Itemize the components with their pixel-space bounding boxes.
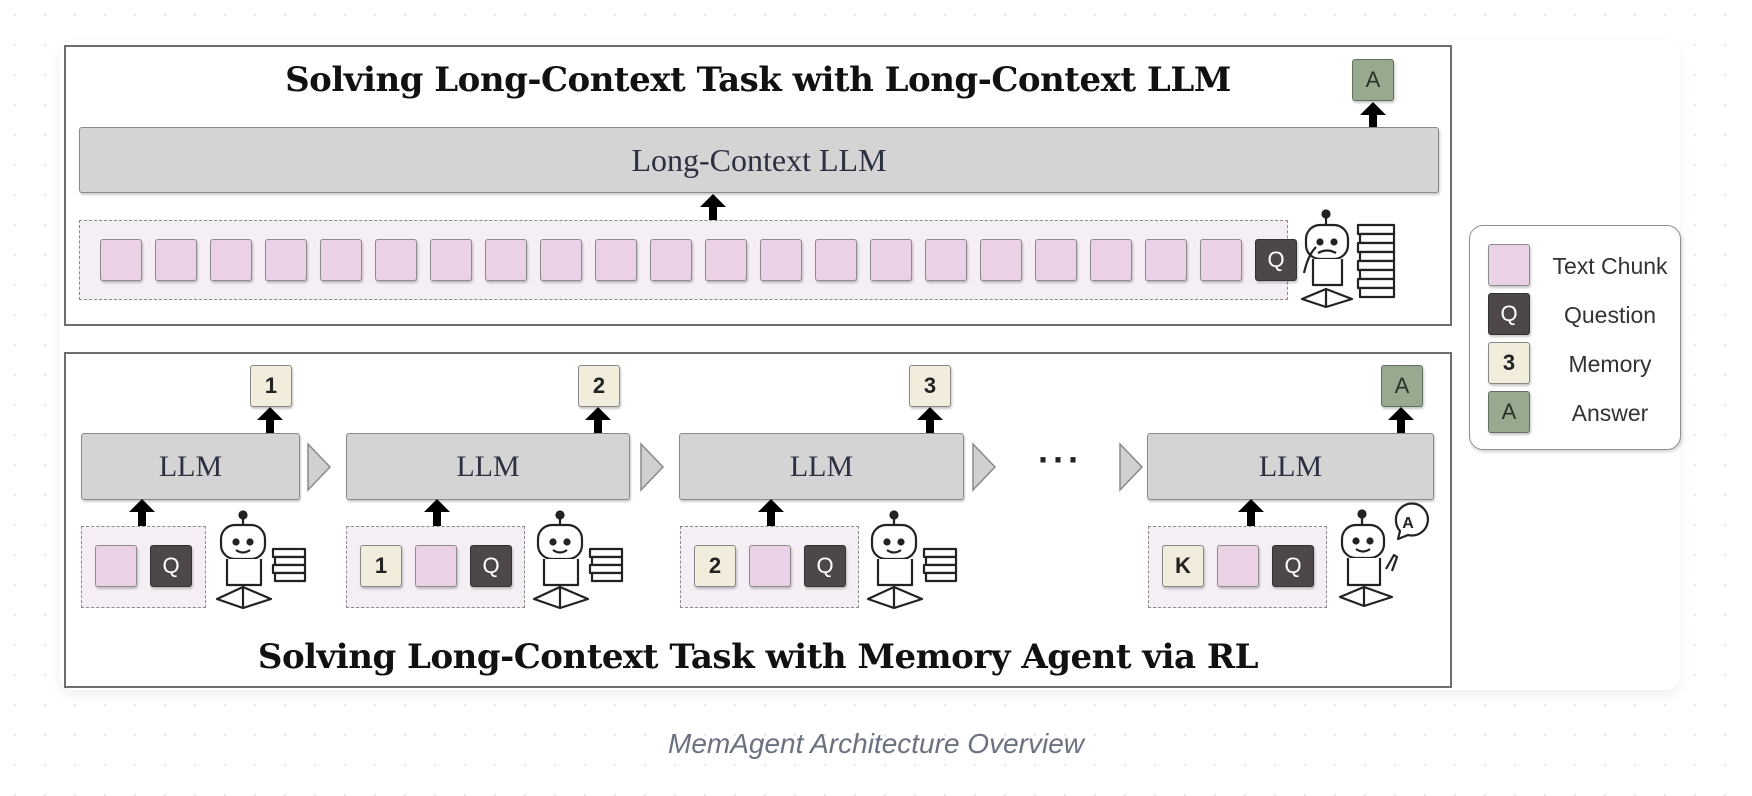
step3-next-chevron <box>972 442 997 492</box>
answering-robot-icon: A <box>1338 502 1430 608</box>
legend-item-question: Q Question <box>1488 293 1678 335</box>
text-chunk <box>925 239 967 281</box>
text-chunk <box>415 545 457 587</box>
step2-llm-bar: LLM <box>346 433 630 500</box>
text-chunk <box>1090 239 1132 281</box>
text-chunk <box>749 545 791 587</box>
step1-memory-output: 1 <box>250 365 292 407</box>
memory-input-box: 1 <box>360 545 402 587</box>
step2-memory-output: 2 <box>578 365 620 407</box>
reading-robot-icon <box>532 510 624 609</box>
legend-swatch-question: Q <box>1488 293 1530 335</box>
text-chunk <box>95 545 137 587</box>
text-chunk <box>155 239 197 281</box>
text-chunk <box>320 239 362 281</box>
text-chunk <box>1035 239 1077 281</box>
memory-input-box: K <box>1162 545 1204 587</box>
bottom-panel-title: Solving Long-Context Task with Memory Ag… <box>257 637 1259 677</box>
text-chunk <box>815 239 857 281</box>
legend-label: Question <box>1563 302 1657 328</box>
legend-swatch-memory: 3 <box>1488 342 1530 384</box>
step2-next-chevron <box>640 442 665 492</box>
text-chunk <box>870 239 912 281</box>
question-box: Q <box>1255 239 1297 281</box>
final-output-arrow <box>1388 407 1414 434</box>
legend-item-answer: A Answer <box>1488 391 1678 433</box>
legend-label: Answer <box>1571 400 1649 426</box>
text-chunk <box>100 239 142 281</box>
legend-label: Memory <box>1568 351 1652 377</box>
text-chunk <box>1145 239 1187 281</box>
figure-caption: MemAgent Architecture Overview <box>668 728 1084 759</box>
step1-next-chevron <box>307 442 332 492</box>
text-chunk <box>705 239 747 281</box>
step3-llm-bar: LLM <box>679 433 964 500</box>
step3-memory-output: 3 <box>909 365 951 407</box>
top-input-arrow <box>700 194 726 221</box>
text-chunk <box>540 239 582 281</box>
final-answer-box: A <box>1381 365 1423 407</box>
final-llm-bar: LLM <box>1147 433 1434 500</box>
text-chunk <box>375 239 417 281</box>
final-input-group: K Q <box>1148 526 1327 608</box>
text-chunk <box>1200 239 1242 281</box>
text-chunk <box>485 239 527 281</box>
top-answer-arrow <box>1360 102 1386 129</box>
text-chunk <box>210 239 252 281</box>
final-input-arrow <box>1238 499 1264 526</box>
question-box: Q <box>470 545 512 587</box>
long-context-llm-bar: Long-Context LLM <box>79 127 1439 193</box>
text-chunk <box>430 239 472 281</box>
pre-final-chevron <box>1119 442 1144 492</box>
legend-swatch-text-chunk <box>1488 244 1530 286</box>
step1-input-group: Q <box>81 526 206 608</box>
legend-item-memory: 3 Memory <box>1488 342 1678 384</box>
legend-swatch-answer: A <box>1488 391 1530 433</box>
top-answer-box: A <box>1352 59 1394 101</box>
long-context-llm-panel: Solving Long-Context Task with Long-Cont… <box>64 45 1452 326</box>
memory-input-box: 2 <box>694 545 736 587</box>
text-chunk <box>265 239 307 281</box>
step1-output-arrow <box>257 407 283 434</box>
step3-input-arrow <box>758 499 784 526</box>
text-chunk <box>595 239 637 281</box>
reading-robot-icon <box>866 510 958 609</box>
step2-input-arrow <box>424 499 450 526</box>
text-chunk <box>650 239 692 281</box>
legend-label: Text Chunk <box>1552 253 1668 279</box>
question-box: Q <box>150 545 192 587</box>
text-chunk <box>1217 545 1259 587</box>
step2-input-group: 1 Q <box>346 526 525 608</box>
reading-robot-icon <box>215 510 307 609</box>
memory-agent-panel: Solving Long-Context Task with Memory Ag… <box>64 352 1452 688</box>
step3-output-arrow <box>917 407 943 434</box>
text-chunk <box>760 239 802 281</box>
step1-llm-bar: LLM <box>81 433 300 500</box>
step1-input-arrow <box>129 499 155 526</box>
ellipsis: ··· <box>1038 439 1083 480</box>
long-context-input-group: Q <box>79 220 1297 300</box>
top-panel-title: Solving Long-Context Task with Long-Cont… <box>285 60 1231 100</box>
legend: Text Chunk Q Question 3 Memory A Answer <box>1469 225 1681 450</box>
question-box: Q <box>804 545 846 587</box>
question-box: Q <box>1272 545 1314 587</box>
confused-robot-icon <box>1300 209 1396 309</box>
legend-item-text-chunk: Text Chunk <box>1488 244 1678 286</box>
step3-input-group: 2 Q <box>680 526 859 608</box>
text-chunk <box>980 239 1022 281</box>
step2-output-arrow <box>585 407 611 434</box>
thought-bubble-text: A <box>1402 515 1414 532</box>
